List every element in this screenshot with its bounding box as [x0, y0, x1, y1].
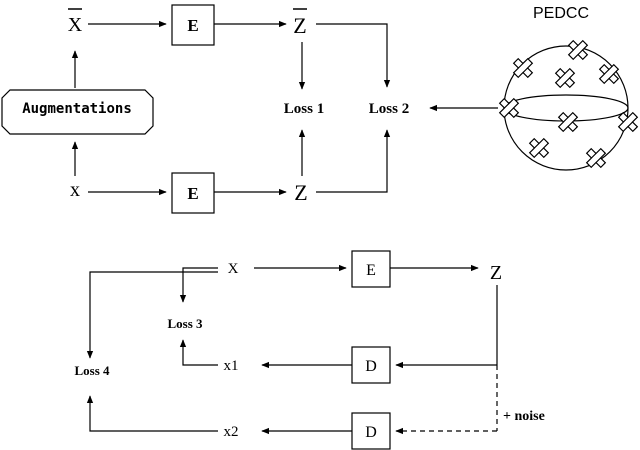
- encoder-top: E: [171, 4, 215, 46]
- arrow-z-to-loss2: [316, 129, 391, 193]
- loss2-label: Loss 2: [369, 101, 409, 117]
- pedcc-cross-icon: [512, 57, 534, 79]
- pedcc-class-centers: [498, 39, 639, 169]
- pedcc-cross-icon: [554, 67, 576, 89]
- encoder-top-box: [171, 4, 215, 46]
- decoder2-box: [351, 412, 391, 450]
- arrow-x-to-loss4: [86, 271, 218, 359]
- bottom-z-label: Z: [490, 262, 502, 284]
- loss3-label: Loss 3: [167, 316, 203, 331]
- encoder-bottom-section-box: [351, 250, 391, 288]
- augmentations-label: Augmentations: [22, 101, 132, 117]
- encoder-bottom-section-label: E: [366, 262, 376, 279]
- decoder1-box: [351, 346, 391, 384]
- encoder-bottom-box: [171, 172, 215, 214]
- pedcc-cross-icon: [617, 111, 639, 133]
- x1-label: x1: [224, 358, 239, 374]
- arrow-x1-to-loss3: [179, 339, 218, 366]
- pedcc-cross-icon: [557, 111, 579, 133]
- decoder1-label: D: [365, 358, 377, 375]
- pedcc-cross-icon: [598, 63, 620, 85]
- z-label: Z: [294, 180, 307, 205]
- pedcc-sphere: [498, 39, 639, 171]
- loss1-label: Loss 1: [284, 101, 324, 117]
- pedcc-cross-icon: [528, 137, 550, 159]
- x2-label: x2: [224, 424, 239, 440]
- decoder1: D: [351, 346, 391, 384]
- x-bar-label: X: [68, 14, 83, 36]
- z-bar-label: Z: [293, 13, 306, 38]
- arrow-x-to-loss3: [179, 267, 218, 303]
- decoder2-label: D: [365, 424, 377, 441]
- augmentations-node: Augmentations: [1, 89, 154, 135]
- encoder-bottom-label: E: [187, 184, 198, 203]
- z-bar-node: Z: [293, 8, 307, 38]
- bottom-x-label: X: [228, 261, 239, 277]
- x-label: x: [70, 179, 80, 201]
- encoder-top-label: E: [187, 16, 198, 35]
- pedcc-label: PEDCC: [533, 5, 589, 22]
- pedcc-cross-icon: [585, 147, 607, 169]
- encoder-bottom-section: E: [351, 250, 391, 288]
- pedcc-cross-icon: [498, 97, 520, 119]
- arrow-zbar-to-loss2: [316, 23, 391, 88]
- pedcc-cross-icon: [567, 39, 589, 61]
- decoder2: D: [351, 412, 391, 450]
- noise-label: + noise: [503, 409, 545, 424]
- arrow-x2-to-loss4: [86, 395, 218, 432]
- encoder-bottom: E: [171, 172, 215, 214]
- loss4-label: Loss 4: [74, 363, 110, 378]
- augmentations-box: [1, 89, 154, 135]
- x-bar-node: X: [68, 8, 83, 36]
